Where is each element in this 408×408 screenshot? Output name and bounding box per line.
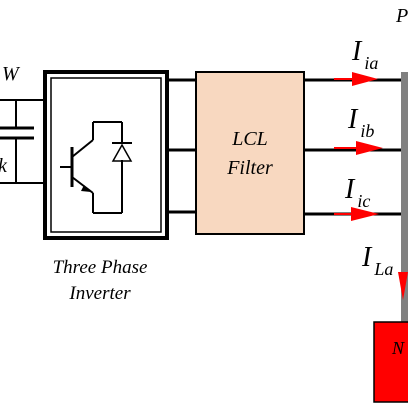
current-arrows bbox=[334, 72, 408, 300]
inverter-outer-border bbox=[43, 70, 169, 240]
inverter-block bbox=[43, 70, 169, 240]
igbt-with-diode-icon bbox=[60, 121, 133, 214]
filter-box bbox=[195, 71, 305, 235]
load-block: N bbox=[373, 321, 408, 403]
inverter-inner-border bbox=[50, 77, 162, 233]
filter-label-line2: Filter bbox=[226, 157, 273, 179]
load-partial-label: N bbox=[391, 338, 405, 358]
current-arrow-la bbox=[398, 272, 408, 300]
current-arrow-ia bbox=[334, 72, 378, 86]
dc-link-partial-label: k bbox=[0, 155, 8, 177]
dc-source-partial-label: W bbox=[2, 63, 21, 85]
filter-label-line1: LCL bbox=[231, 128, 268, 150]
inverter-label-line1: Three Phase bbox=[53, 257, 148, 278]
emitter-arrow bbox=[81, 185, 91, 192]
inverter-label-line2: Inverter bbox=[68, 283, 131, 304]
current-arrow-ib bbox=[334, 141, 383, 155]
lcl-filter-block: LCL Filter bbox=[195, 71, 305, 235]
current-arrow-ic bbox=[334, 207, 379, 221]
dc-link bbox=[0, 99, 45, 184]
inverter-output-lines bbox=[167, 78, 196, 214]
load-box bbox=[373, 321, 408, 403]
top-right-partial-label: P bbox=[395, 5, 408, 27]
grid-bus bbox=[401, 72, 408, 332]
capacitor-icon bbox=[0, 100, 34, 183]
